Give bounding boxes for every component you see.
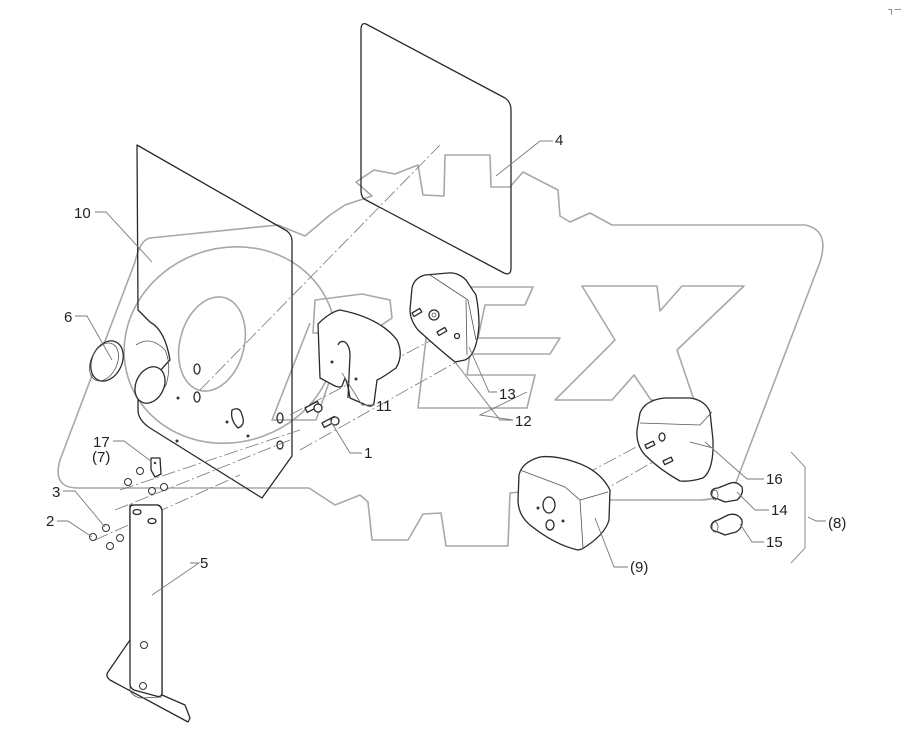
part-15-bulb xyxy=(710,513,743,536)
watermark-letter-o xyxy=(123,245,337,445)
callout-3: 3 xyxy=(52,484,61,501)
callout-1: 1 xyxy=(364,445,373,462)
watermark-letter-o-inner xyxy=(177,296,247,392)
part-6-reflector xyxy=(89,340,166,404)
top-lamp-assembly xyxy=(409,272,480,363)
part-9-lamp-housing xyxy=(517,455,611,551)
watermark-letter-x xyxy=(554,285,745,401)
callout-17: 17 xyxy=(93,434,110,451)
part-4-rear-plate xyxy=(360,22,512,275)
callout-16: 16 xyxy=(766,471,783,488)
callout-5: 5 xyxy=(200,555,209,572)
leader-lines xyxy=(57,140,826,596)
bracket-slot xyxy=(337,340,351,399)
watermark-letter-e xyxy=(417,286,561,409)
watermark-gear-outline xyxy=(57,154,824,547)
callout-12: 12 xyxy=(515,413,532,430)
callout-10: 10 xyxy=(74,205,91,222)
part-5-mount-bracket xyxy=(106,504,191,723)
callout-8: (8) xyxy=(828,515,847,532)
assembly-axes xyxy=(94,144,666,541)
corner-mark: ┐─ xyxy=(888,4,901,14)
part-11-lamp-bracket xyxy=(317,309,401,407)
callout-9: (9) xyxy=(630,559,649,576)
plate-10-holes xyxy=(175,363,284,450)
part-1-bolts xyxy=(304,400,340,429)
callout-11: 11 xyxy=(376,398,392,415)
callout-6: 6 xyxy=(64,309,73,326)
callout-2: 2 xyxy=(46,513,55,530)
part-10-main-plate xyxy=(136,144,293,499)
callout-4: 4 xyxy=(555,132,564,149)
group-8-bracket xyxy=(790,451,806,564)
part-17-clip xyxy=(150,457,162,478)
part-16-lamp-unit xyxy=(636,397,714,482)
callout-14: 14 xyxy=(771,502,788,519)
opex-watermark xyxy=(57,154,824,547)
callout-15: 15 xyxy=(766,534,783,551)
part-14-bulb xyxy=(710,481,744,503)
callout-7: (7) xyxy=(92,449,111,466)
callout-13: 13 xyxy=(499,386,516,403)
